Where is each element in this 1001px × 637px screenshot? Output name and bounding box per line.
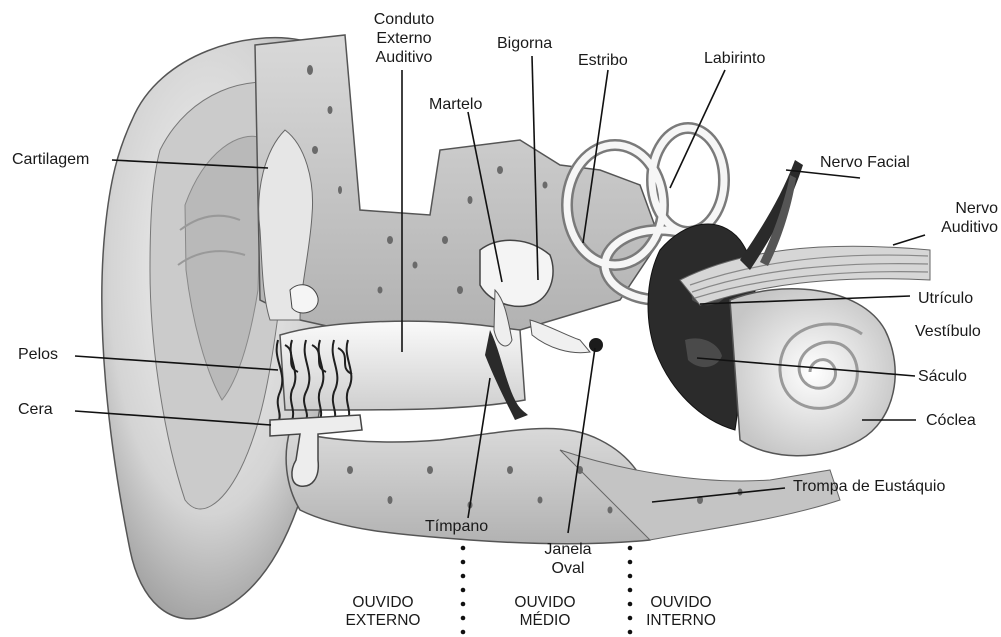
label-nervo-auditivo: Nervo Auditivo [910, 199, 998, 237]
label-labirinto: Labirinto [704, 49, 765, 68]
section-ouvido-interno: OUVIDO INTERNO [636, 594, 726, 630]
label-utriculo: Utrículo [918, 289, 973, 308]
label-conduto-externo-auditivo: Conduto Externo Auditivo [362, 10, 446, 67]
label-janela-oval: Janela Oval [533, 540, 603, 578]
section-ouvido-medio: OUVIDO MÉDIO [500, 594, 590, 630]
label-estribo: Estribo [578, 51, 628, 70]
label-martelo: Martelo [429, 95, 482, 114]
label-coclea: Cóclea [926, 411, 976, 430]
label-saculo: Sáculo [918, 367, 967, 386]
label-cartilagem: Cartilagem [12, 150, 89, 169]
label-trompa-de-eustaquio: Trompa de Eustáquio [793, 477, 945, 496]
section-ouvido-externo: OUVIDO EXTERNO [338, 594, 428, 630]
label-bigorna: Bigorna [497, 34, 552, 53]
label-cera: Cera [18, 400, 53, 419]
label-timpano: Tímpano [425, 517, 488, 536]
label-vestibulo: Vestíbulo [915, 322, 981, 341]
label-nervo-facial: Nervo Facial [820, 153, 910, 172]
label-pelos: Pelos [18, 345, 58, 364]
